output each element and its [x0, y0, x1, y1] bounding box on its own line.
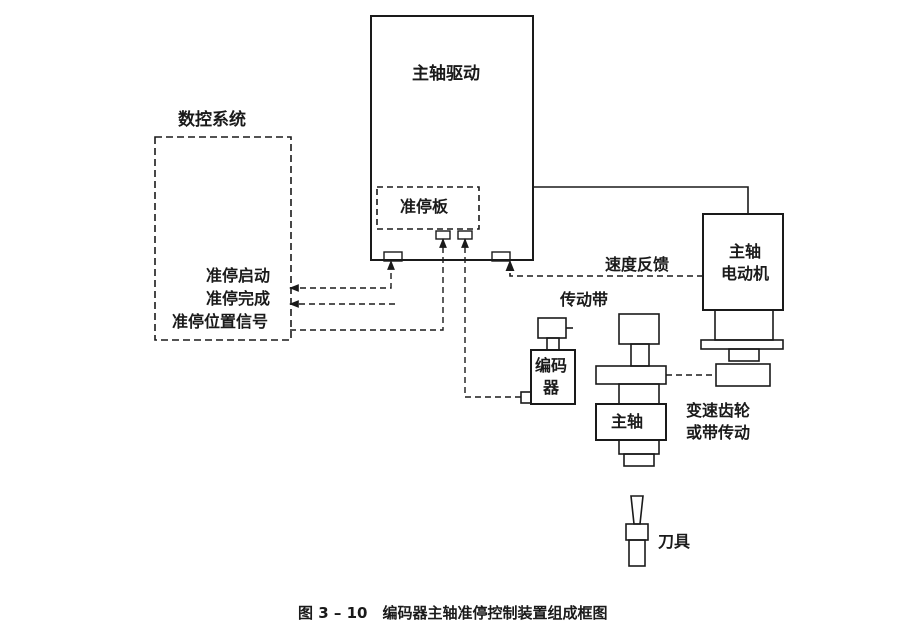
spindle-drive-box — [370, 15, 534, 261]
orient-start-line — [289, 260, 395, 292]
encoder-body — [530, 349, 576, 405]
motor-flange — [714, 309, 774, 341]
spindle-motor-label: 主轴 电动机 — [721, 242, 770, 283]
spindle-tip — [623, 453, 655, 467]
figure-caption: 图 3 – 10 编码器主轴准停控制装置组成框图 — [298, 604, 608, 622]
connector-board-1 — [435, 230, 451, 240]
gear-or-belt-label: 变速齿轮 或带传动 — [686, 401, 751, 442]
orient-start-label: 准停启动 — [206, 266, 271, 285]
spindle-nose — [618, 439, 660, 455]
spindle-hub — [618, 383, 660, 405]
encoder-to-board-line — [461, 238, 521, 398]
cnc-system-box — [154, 136, 292, 341]
orient-position-label: 准停位置信号 — [172, 312, 269, 331]
spindle-drive-label: 主轴驱动 — [412, 64, 480, 84]
speed-feedback-line — [505, 259, 703, 277]
spindle-label: 主轴 — [611, 412, 644, 431]
spindle-top-pulley — [618, 313, 660, 345]
speed-feedback-label: 速度反馈 — [605, 255, 670, 274]
spindle-gear — [595, 365, 667, 385]
orient-position-line — [290, 238, 447, 331]
motor-pulley — [715, 363, 771, 387]
connector-feedback — [491, 251, 511, 262]
encoder-label: 编码 器 — [535, 356, 568, 397]
tool-bit — [628, 539, 646, 567]
tool-collar — [625, 523, 649, 541]
encoder-shaft — [546, 337, 560, 351]
orient-board-label: 准停板 — [400, 197, 449, 216]
orient-complete-label: 准停完成 — [206, 289, 271, 308]
spindle-shaft-upper — [630, 343, 650, 367]
drive-to-motor-line — [533, 186, 749, 214]
tool-label: 刀具 — [658, 532, 691, 551]
belt-label: 传动带 — [560, 290, 609, 309]
encoder-connector — [520, 391, 532, 404]
motor-base — [700, 339, 784, 350]
connector-board-2 — [457, 230, 473, 240]
cnc-system-label: 数控系统 — [178, 110, 246, 130]
motor-shaft — [728, 348, 760, 362]
orient-board-box — [376, 186, 480, 230]
encoder-top — [537, 317, 567, 339]
tool-holder — [630, 495, 644, 525]
